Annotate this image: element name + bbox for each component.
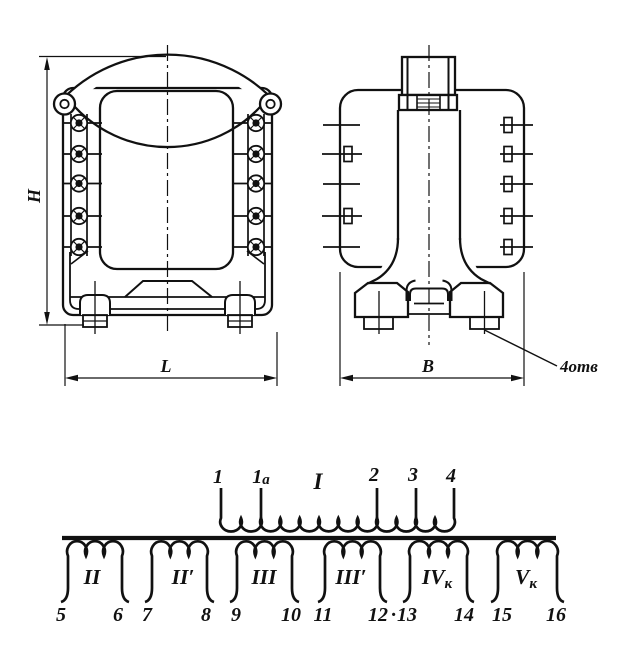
terminal-15: 15: [492, 604, 512, 626]
arrow-right: [264, 374, 277, 382]
dimension-L: [64, 324, 278, 386]
winding-schematic: 1 1a I 2 3 4 II II′ III III′ IVк Vк 5 6 …: [56, 464, 566, 626]
winding-label-Vk: Vк: [515, 565, 537, 592]
terminal-6: 6: [113, 604, 123, 626]
terminal-10: 10: [281, 604, 301, 626]
winding-label-II-prime: II′: [171, 565, 195, 589]
side-view: [322, 55, 533, 334]
terminal-14: 14: [454, 604, 474, 626]
primary-terminal-2: 2: [368, 464, 379, 486]
primary-winding: [218, 488, 457, 533]
arrow-left: [340, 374, 353, 382]
terminal-16: 16: [546, 604, 566, 626]
strap-eyelet-hole-right: [265, 98, 276, 110]
terminal-screw-crosses: [72, 116, 263, 254]
primary-terminal-3: 3: [407, 464, 418, 486]
winding-label-IVk: IVк: [421, 565, 453, 592]
primary-taps: [259, 488, 418, 518]
coil-tube: [396, 110, 462, 240]
terminal-separator-dot: ·: [391, 604, 396, 626]
terminal-5: 5: [56, 604, 66, 626]
terminal-7: 7: [142, 604, 153, 626]
side-bolt-centerlines: [378, 291, 486, 334]
arrow-up: [44, 57, 50, 70]
primary-winding-label: I: [313, 469, 324, 494]
winding-label-III-prime: III′: [334, 565, 366, 589]
coil-skirt: [367, 237, 491, 285]
skirt-inner-hooks: [405, 279, 453, 301]
foot-bolt-centerlines: [94, 281, 241, 334]
winding-III-prime: [317, 539, 388, 604]
dim-label-B: В: [421, 356, 434, 376]
winding-II-prime: [144, 539, 215, 604]
strap-eyelet-hole-left: [59, 98, 70, 110]
side-lugs-right: [500, 116, 533, 256]
dimension-H: [39, 55, 166, 326]
primary-terminal-1: 1: [213, 466, 223, 488]
dim-label-H: H: [24, 188, 44, 204]
front-terminals: [63, 113, 272, 257]
arrow-right: [511, 374, 524, 382]
front-view: [52, 53, 283, 334]
primary-terminal-1a: 1a: [252, 466, 270, 488]
terminal-11: 11: [314, 604, 333, 626]
terminal-9: 9: [231, 604, 241, 626]
terminal-8: 8: [201, 604, 211, 626]
top-block-inner-lines: [406, 57, 450, 110]
arrow-left: [65, 374, 78, 382]
strap-band-fill: [55, 54, 280, 107]
winding-II: [60, 539, 130, 604]
winding-label-II: II: [83, 565, 101, 589]
winding-III: [229, 539, 300, 604]
dim-label-L: L: [160, 356, 172, 376]
side-foot-right: [448, 281, 505, 319]
side-lugs-left: [322, 124, 362, 248]
terminal-13: 13: [397, 604, 417, 626]
primary-terminal-4: 4: [445, 465, 456, 487]
terminal-12: 12: [368, 604, 388, 626]
winding-IVk: [402, 539, 475, 604]
core-window: [98, 89, 235, 271]
skirt-mask: [355, 238, 504, 317]
winding-Vk: [490, 539, 565, 604]
holes-leader-line: [484, 329, 558, 367]
dimension-B: [339, 272, 525, 386]
side-foot-left: [353, 281, 410, 319]
winding-label-III: III: [250, 565, 277, 589]
arrow-down: [44, 312, 50, 325]
holes-note: 4отв: [559, 357, 598, 376]
